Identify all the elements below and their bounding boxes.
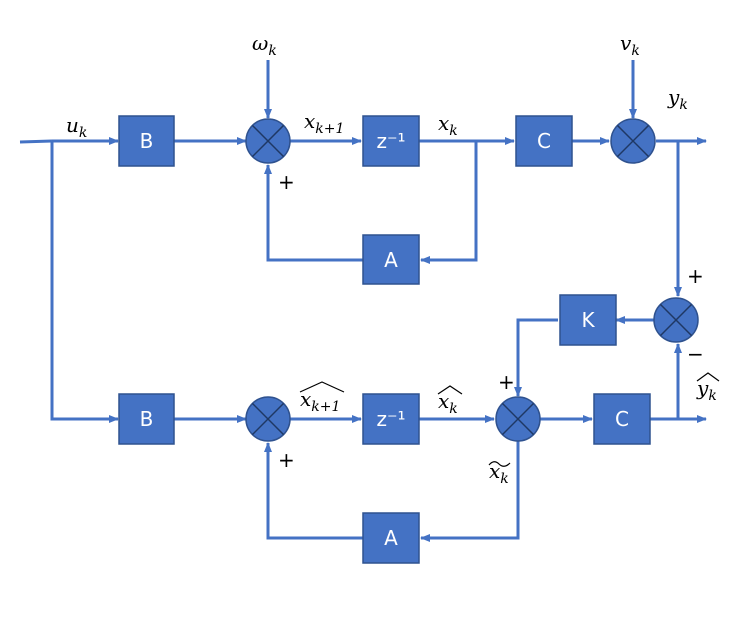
wire-state-to-a-top [420, 141, 478, 264]
sign-top-sum-plus: + [278, 170, 295, 194]
wire-a-to-sum-bottom [264, 442, 363, 540]
block-a-bottom: A [362, 512, 420, 564]
svg-text:xk+1: xk+1 [300, 387, 340, 415]
sign-correction-plus: + [498, 370, 515, 394]
sum-junction-state [245, 118, 291, 164]
label-measurement-noise: vk [620, 31, 640, 59]
label-est-next-state: xk+1 [299, 381, 345, 415]
sign-residual-minus: − [687, 342, 704, 366]
wire-u-to-b-bottom [50, 141, 119, 423]
block-delay-bottom: z⁻¹ [362, 393, 420, 445]
block-a-top: A [362, 234, 420, 285]
block-delay-top: z⁻¹ [362, 115, 420, 167]
block-a-top-label: A [384, 248, 398, 272]
label-est-output: yk [696, 372, 720, 404]
wire-error-to-a-bottom [420, 441, 520, 542]
block-k-gain: K [559, 294, 617, 346]
sum-junction-correction [495, 396, 541, 442]
block-c-bottom: C [593, 393, 651, 445]
label-est-state: xk [437, 385, 463, 417]
sign-bottom-sum-plus: + [278, 448, 295, 472]
block-c-bottom-label: C [615, 407, 629, 431]
svg-text:xk: xk [438, 389, 458, 417]
block-b-bottom-label: B [140, 407, 154, 431]
sum-junction-estimate [245, 396, 291, 442]
block-c-top: C [515, 115, 573, 167]
label-input-u: uk [66, 113, 87, 141]
block-b-top-label: B [140, 129, 154, 153]
input-wire [19, 139, 53, 144]
wire-k-to-correction [514, 318, 558, 397]
svg-text:xk: xk [489, 459, 509, 487]
block-b-bottom: B [118, 393, 175, 445]
block-k-label: K [581, 308, 595, 332]
block-a-bottom-label: A [384, 526, 398, 550]
wire-a-to-sum-top [264, 164, 363, 262]
label-next-state: xk+1 [304, 109, 344, 137]
wires [19, 60, 707, 542]
sign-residual-plus: + [687, 264, 704, 288]
sum-junction-residual [653, 297, 699, 343]
label-error-state: xk [488, 459, 511, 487]
block-delay-top-label: z⁻¹ [376, 129, 405, 153]
sum-junction-output [610, 118, 656, 164]
block-delay-bottom-label: z⁻¹ [376, 407, 405, 431]
label-state: xk [438, 111, 458, 139]
block-b-top: B [118, 115, 175, 167]
label-output-y: yk [667, 85, 688, 113]
label-process-noise: ωk [252, 31, 277, 59]
svg-text:yk: yk [696, 376, 717, 404]
block-c-top-label: C [537, 129, 551, 153]
